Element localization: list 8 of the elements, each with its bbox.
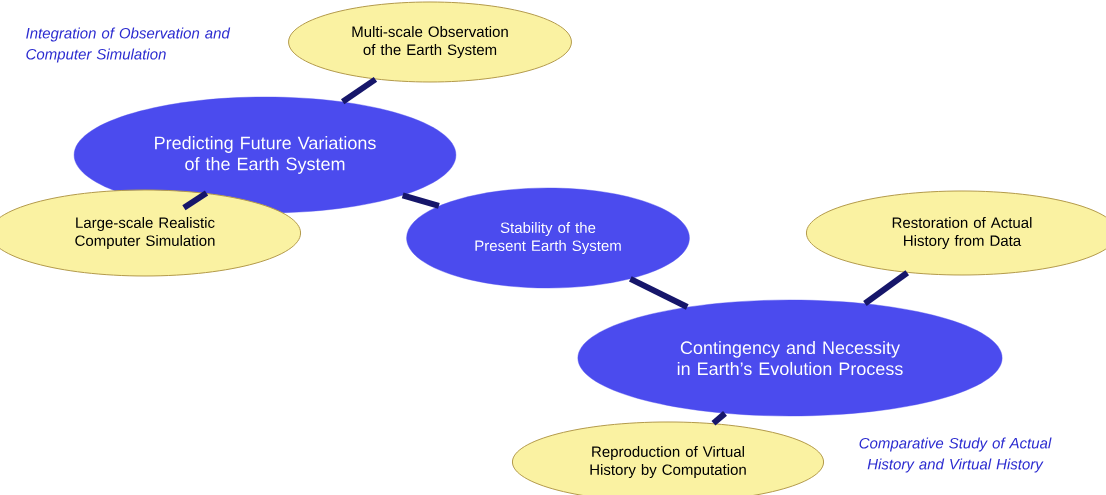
connector-line — [863, 270, 909, 306]
connector-line — [182, 190, 209, 211]
theme-note: Integration of Observation and Computer Simulation — [26, 27, 231, 63]
connector-line — [340, 76, 378, 105]
connector-line — [711, 411, 727, 426]
theme-note: Comparative Study of Actual History and Virtual History — [859, 437, 1052, 473]
connector-line — [401, 192, 440, 209]
connector-line — [629, 276, 689, 310]
